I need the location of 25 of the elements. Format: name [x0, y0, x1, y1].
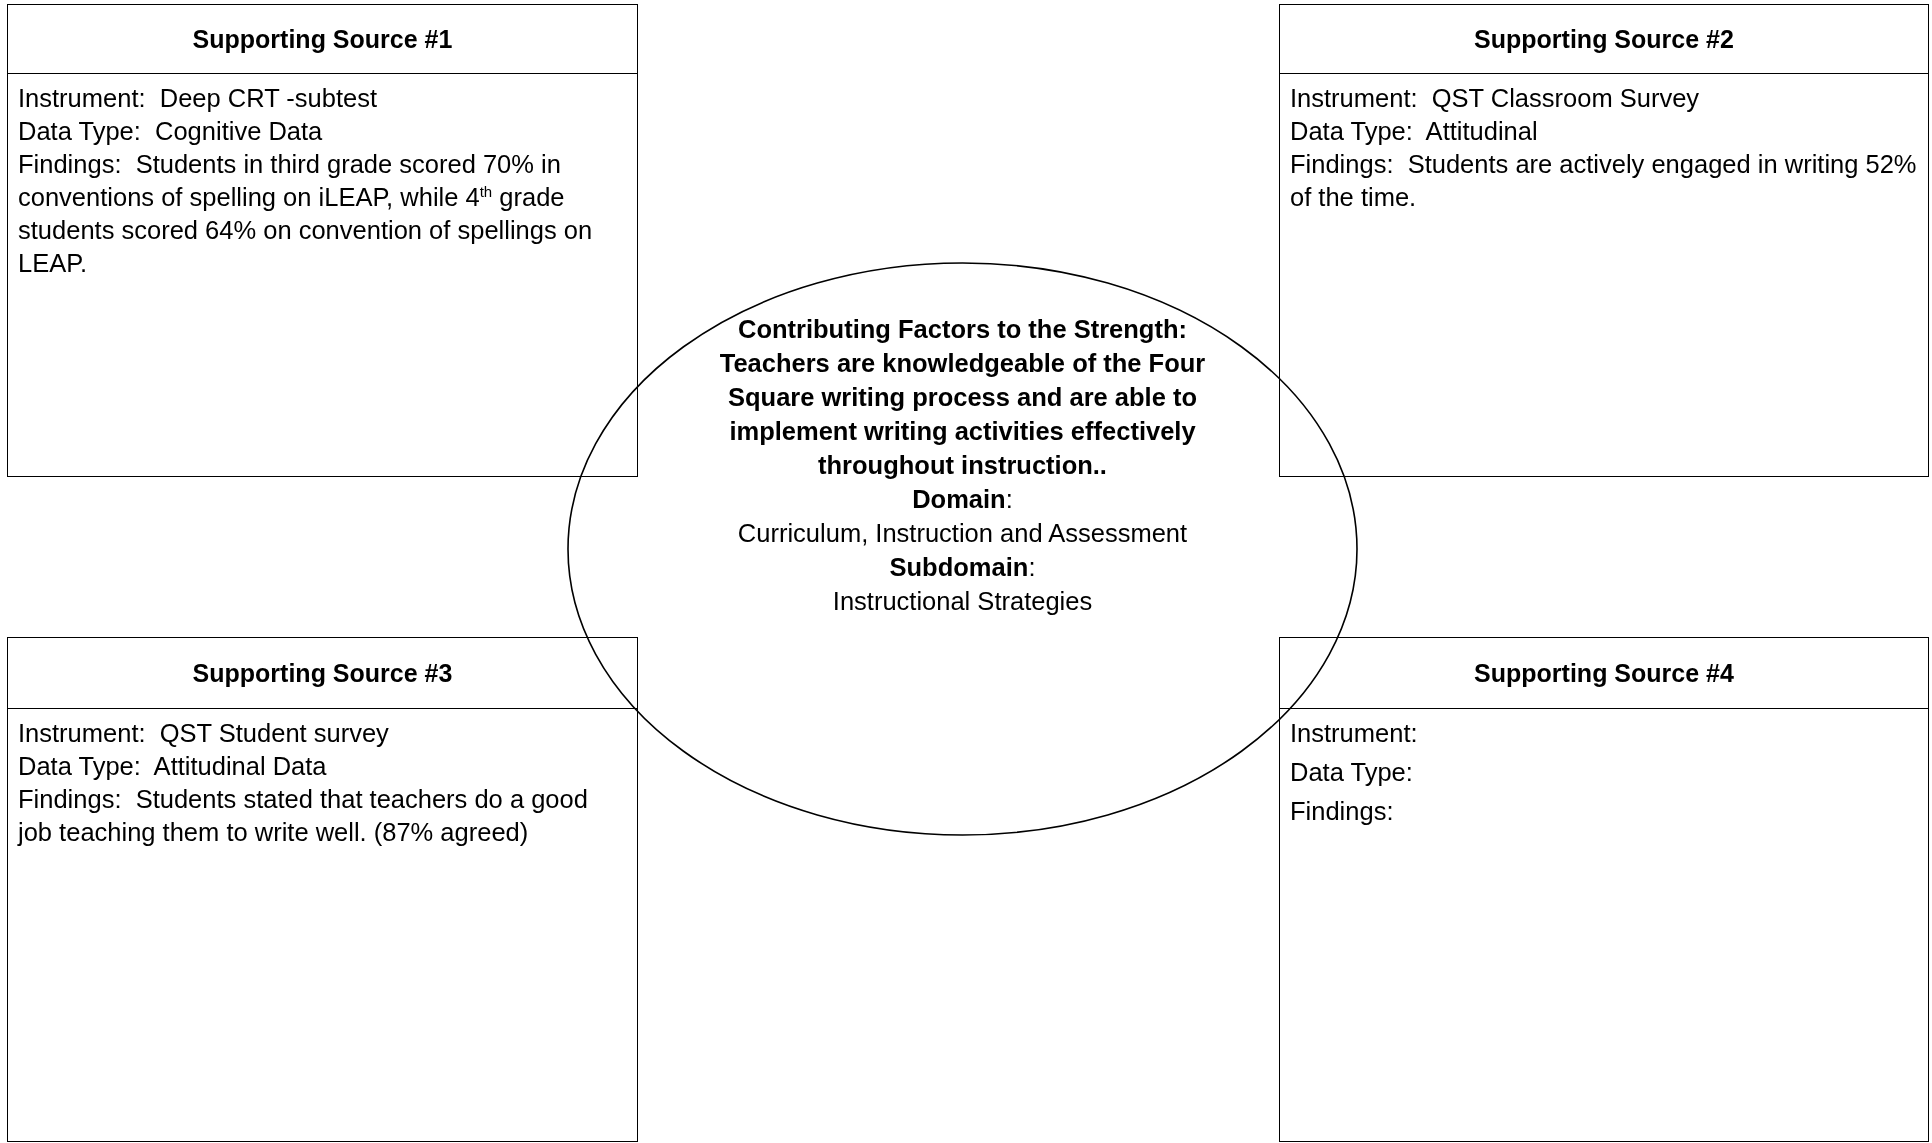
- card-heading: Supporting Source #4: [1474, 658, 1734, 688]
- ellipse-text: Subdomain:: [888, 552, 1037, 583]
- card-heading: Supporting Source #3: [192, 658, 453, 688]
- card-text: Data Type:: [1290, 757, 1414, 788]
- card-text: Findings: Students are actively engaged in writing 52% of the time.: [1290, 149, 1918, 213]
- card-heading: Supporting Source #2: [1474, 24, 1734, 54]
- card-text: Instrument: QST Classroom Survey: [1290, 83, 1701, 114]
- card-heading: Supporting Source #1: [192, 24, 453, 54]
- source-card: [1279, 637, 1929, 1142]
- card-text: Data Type: Cognitive Data: [18, 116, 324, 147]
- card-text: Data Type: Attitudinal Data: [18, 751, 328, 782]
- card-text: Instrument: QST Student survey: [18, 718, 390, 749]
- source-card: [7, 4, 638, 477]
- ellipse-text: Instructional Strategies: [831, 586, 1094, 617]
- card-text: Data Type: Attitudinal: [1290, 116, 1539, 147]
- card-text: Findings: Students stated that teachers do a good job teaching them to write well. (87% agreed): [18, 784, 589, 848]
- ellipse-text: Contributing Factors to the Strength: Teachers are knowledgeable of the Four Square writing process and are able to implement writing activities effectively throughout instruction..: [718, 314, 1207, 481]
- card-text: Instrument:: [1290, 718, 1419, 749]
- ellipse-text: Curriculum, Instruction and Assessment: [736, 518, 1189, 549]
- card-text: Findings:: [1290, 796, 1395, 827]
- source-card: [7, 637, 638, 1142]
- card-text: Findings: Students in third grade scored 70% in conventions of spelling on iLEAP, while 4$^{th}$ grade students scored 64% on convention of spellings on LEAP.: [18, 149, 594, 279]
- source-card: [1279, 4, 1929, 477]
- card-text: Instrument: Deep CRT -subtest: [18, 83, 379, 114]
- ellipse-text: Domain:: [911, 484, 1014, 515]
